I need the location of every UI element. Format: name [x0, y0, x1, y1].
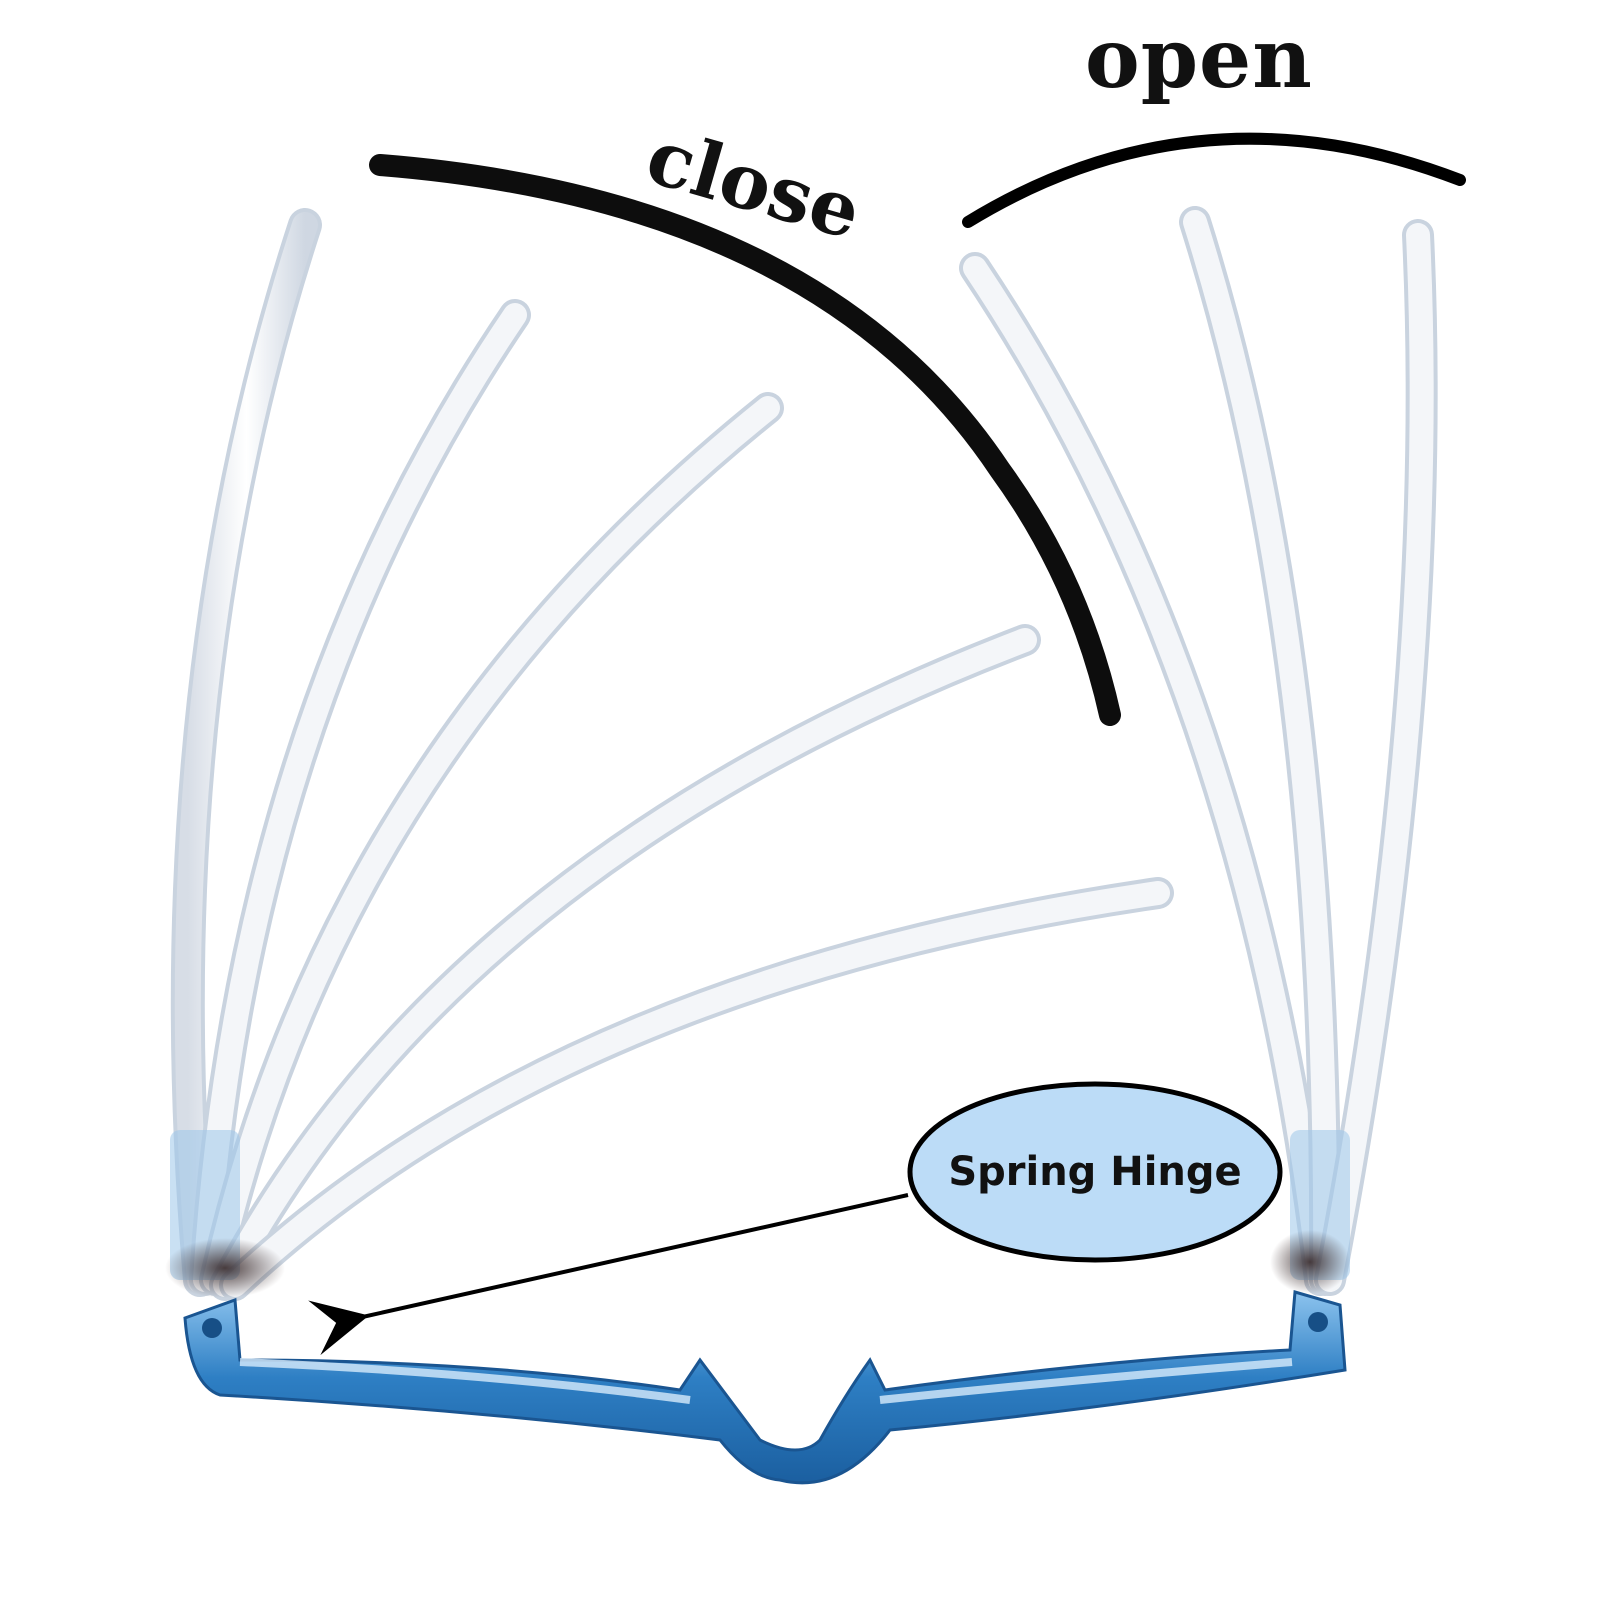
callout-bubble — [907, 1081, 1283, 1263]
left-temple-arms — [170, 208, 1174, 1301]
glasses-front-frame — [183, 1290, 1347, 1485]
spring-hinge-label: Spring Hinge — [948, 1149, 1242, 1195]
hinge-tips — [165, 1130, 1350, 1298]
open-motion-arc — [962, 132, 1466, 228]
open-label: open — [1085, 11, 1313, 107]
arrow-icon — [308, 1193, 909, 1356]
close-motion-arc — [369, 154, 1121, 726]
right-temple-arms — [959, 206, 1438, 1296]
